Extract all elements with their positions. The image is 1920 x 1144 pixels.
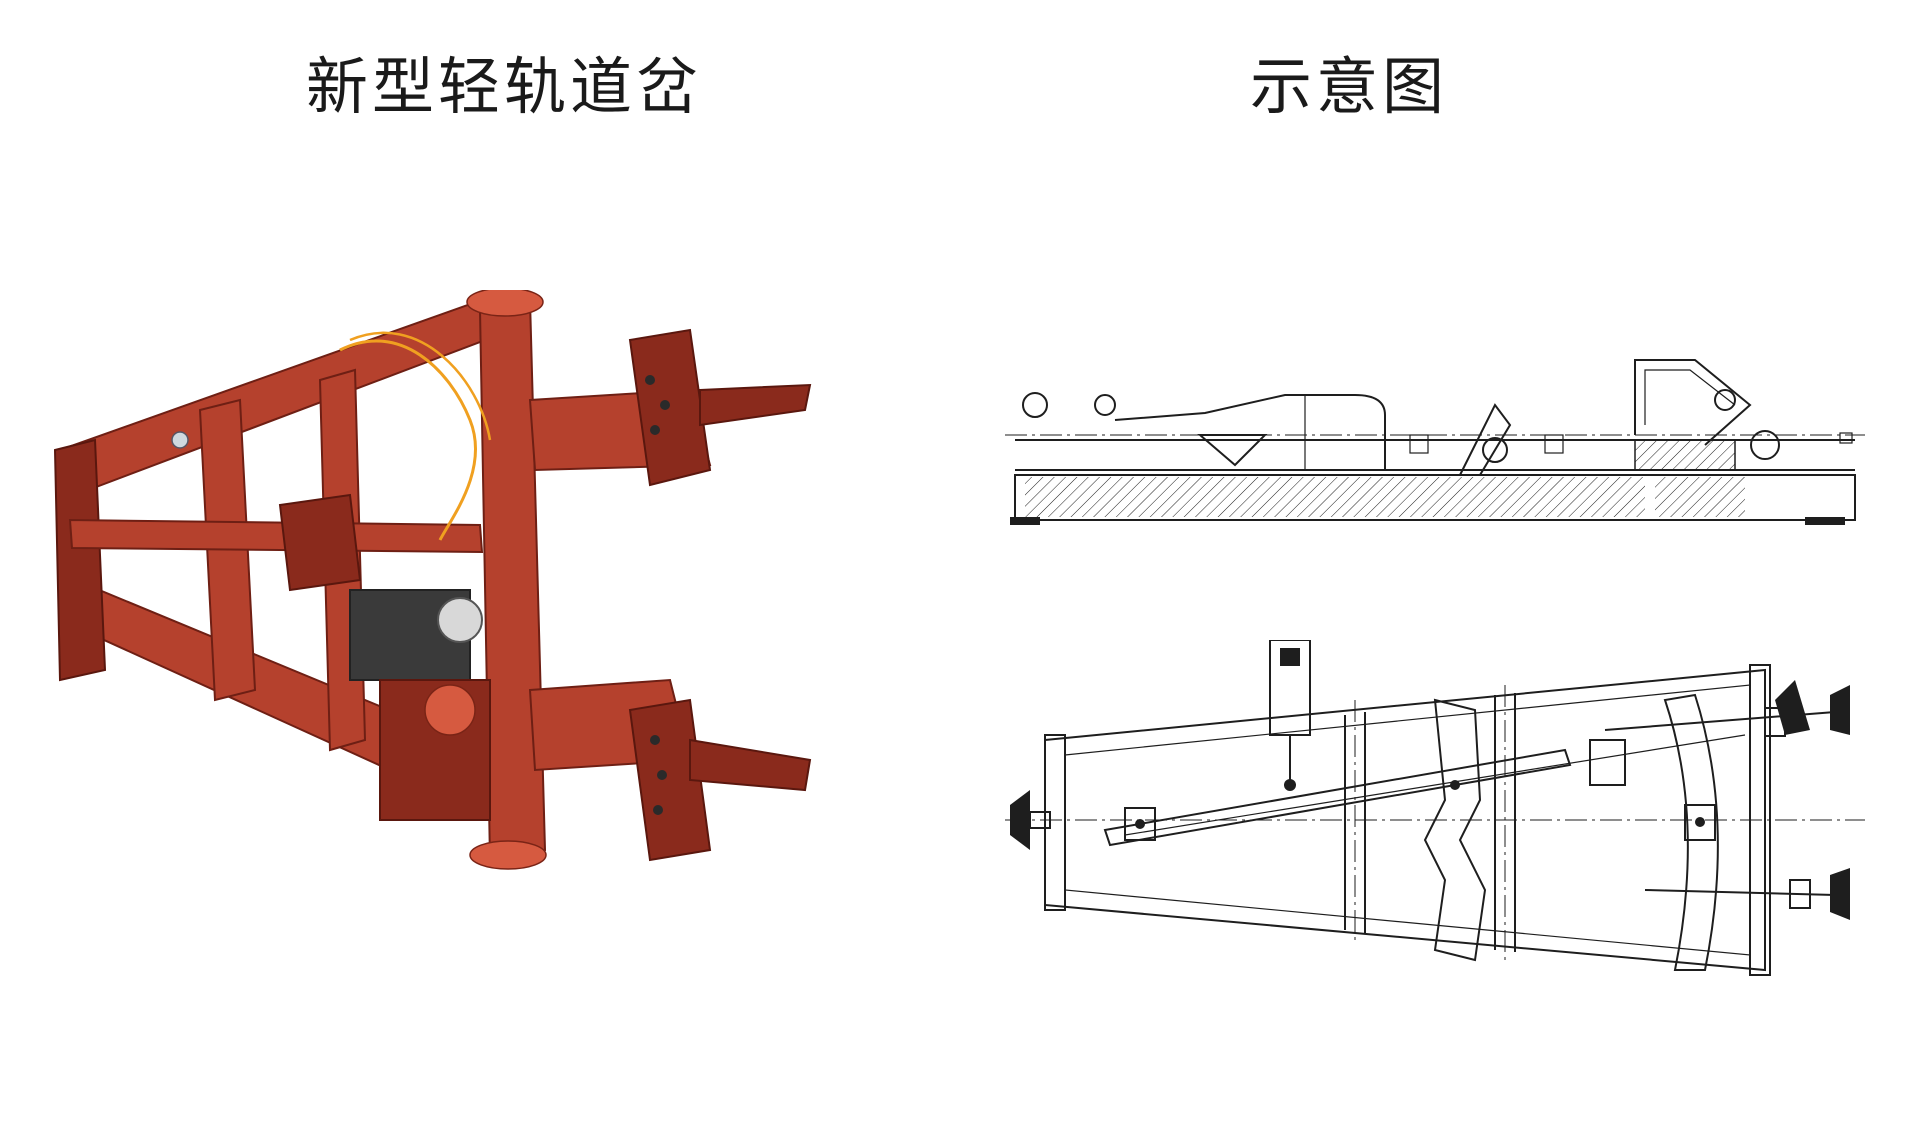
bracket: [1684, 804, 1716, 841]
roller-left: [1022, 392, 1048, 418]
right-housing: [1634, 359, 1752, 446]
slot: [1409, 434, 1429, 454]
bolt: [650, 425, 660, 435]
turnout-illustration: [53, 290, 812, 870]
upper-rail-plate: [628, 328, 712, 487]
right-housing-inner: [1644, 369, 1736, 425]
frame-left-post: [53, 438, 107, 682]
housing-base: [1634, 439, 1736, 471]
top-post-cap: [466, 290, 544, 317]
bumper-left: [1010, 790, 1030, 850]
adjust-rod: [1604, 711, 1836, 731]
base-beam: [1014, 474, 1856, 521]
end-post-left: [1044, 734, 1066, 911]
bolt: [650, 735, 660, 745]
lower-rail-tip: [689, 738, 812, 792]
swing-plate: [1423, 698, 1487, 962]
base-beam-hatch: [1025, 477, 1645, 517]
slot: [1839, 432, 1853, 444]
bolt: [653, 805, 663, 815]
plan-diagram: [1005, 640, 1865, 1000]
wedge-block: [1197, 434, 1268, 467]
blade-center: [1124, 734, 1746, 836]
roller-mid: [1482, 437, 1508, 463]
base-beam-hatch: [1655, 477, 1745, 517]
adjust-nut: [1764, 707, 1786, 737]
elevation-diagram: [1005, 345, 1865, 535]
motor-cap: [437, 597, 483, 643]
turnout-photo: [50, 290, 950, 1070]
actuator-pin: [1284, 779, 1296, 791]
pivot: [1695, 817, 1705, 827]
hump-profile: [1114, 394, 1386, 470]
indicator-lamp: [171, 431, 189, 449]
roller-right: [1714, 389, 1736, 411]
actuator-cap: [1280, 648, 1300, 666]
plan-drawing: [1005, 640, 1865, 976]
roller-left-2: [1094, 394, 1116, 416]
wedge-block: [1458, 403, 1512, 476]
actuator-roller: [424, 684, 476, 736]
throw-bracket: [278, 493, 362, 592]
pivot: [1135, 819, 1145, 829]
bumper-mount: [1029, 811, 1051, 829]
elevation-drawing: [1005, 359, 1865, 525]
upper-rail-tip: [699, 383, 812, 427]
slot: [1544, 434, 1564, 454]
curved-plate: [1663, 693, 1719, 971]
foot: [1805, 517, 1845, 525]
bolt: [657, 770, 667, 780]
cable-wire: [349, 331, 492, 441]
bolt: [645, 375, 655, 385]
throw-bar: [68, 518, 484, 554]
bracket: [1124, 807, 1156, 841]
bumper-end-bottom: [1830, 868, 1850, 920]
pivot: [1450, 780, 1460, 790]
cable-wire: [339, 339, 477, 541]
adjust-rod: [1644, 889, 1836, 896]
adjust-nut: [1789, 879, 1811, 909]
product-title: 新型轻轨道岔: [306, 50, 703, 123]
diagram-title: 示意图: [1250, 50, 1449, 123]
bracket: [1589, 739, 1626, 786]
bumper-right-top: [1775, 680, 1810, 735]
roller-right-2: [1750, 430, 1780, 460]
bumper-end-top: [1830, 685, 1850, 735]
bottom-post-cap: [469, 840, 547, 870]
switch-blade: [1103, 748, 1572, 847]
bolt: [660, 400, 670, 410]
foot: [1010, 517, 1040, 525]
